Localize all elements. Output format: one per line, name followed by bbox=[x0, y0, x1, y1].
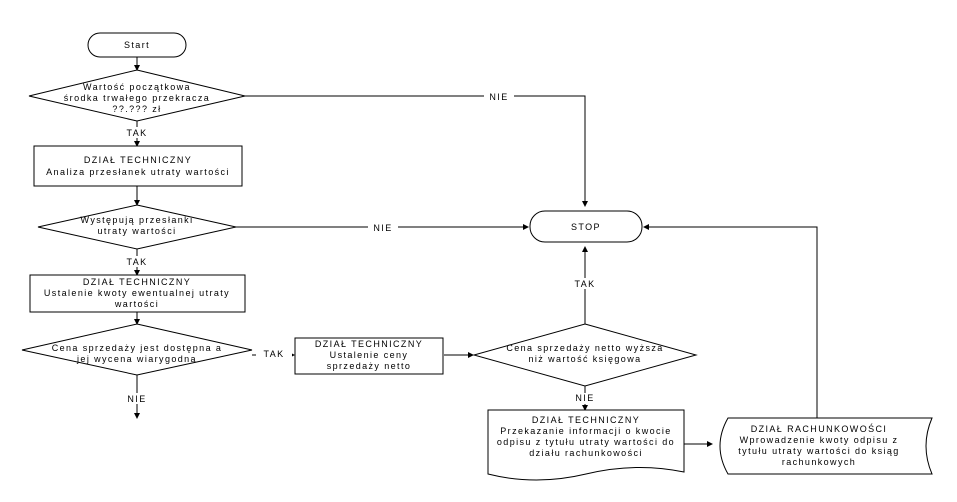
document-transfer-info-line1: DZIAŁ TECHNICZNY bbox=[532, 415, 640, 425]
decision-sale-price-line1: Cena sprzedaży jest dostępna a bbox=[52, 343, 223, 353]
document-transfer-info-line3: odpisu z tytułu utraty wartości do bbox=[497, 437, 675, 447]
label-tak-4: TAK bbox=[574, 279, 595, 289]
start-label: Start bbox=[124, 40, 150, 50]
decision-sale-price-line2: jej wycena wiarygodna bbox=[76, 354, 197, 364]
process-net-price: DZIAŁ TECHNICZNY Ustalenie ceny sprzedaż… bbox=[294, 337, 444, 375]
edge-d1-stop bbox=[245, 95, 588, 207]
decision-net-vs-book-line2: niż wartość księgowa bbox=[528, 354, 641, 364]
decision-premises: Występują przesłanki utraty wartości bbox=[37, 204, 237, 250]
label-nie-2: NIE bbox=[373, 223, 392, 233]
stop-label: STOP bbox=[571, 222, 601, 232]
label-tak-3: TAK bbox=[263, 349, 284, 359]
edge-doc2-stop bbox=[643, 224, 818, 418]
decision-sale-price: Cena sprzedaży jest dostępna a jej wycen… bbox=[21, 323, 253, 376]
start-terminal: Start bbox=[87, 32, 187, 58]
document-accounting-entry-line2: Wprowadzenie kwoty odpisu z bbox=[740, 435, 899, 445]
decision-initial-value-line1: Wartość początkowa bbox=[83, 82, 191, 92]
process-impairment-amount-line3: wartości bbox=[114, 299, 159, 309]
process-impairment-amount-line2: Ustalenie kwoty ewentualnej utraty bbox=[44, 288, 230, 298]
process-net-price-line1: DZIAŁ TECHNICZNY bbox=[315, 339, 423, 349]
stop-terminal: STOP bbox=[529, 210, 643, 243]
process-net-price-line2: Ustalenie ceny bbox=[330, 350, 409, 360]
process-impairment-amount: DZIAŁ TECHNICZNY Ustalenie kwoty ewentua… bbox=[29, 274, 246, 313]
document-accounting-entry-line1: DZIAŁ RACHUNKOWOŚCI bbox=[751, 423, 888, 434]
process-analysis-line2: Analiza przesłanek utraty wartości bbox=[46, 167, 230, 177]
decision-initial-value-line2: środka trwałego przekracza bbox=[64, 93, 210, 103]
label-nie-1: NIE bbox=[489, 92, 508, 102]
decision-premises-line1: Występują przesłanki bbox=[81, 215, 194, 225]
decision-initial-value: Wartość początkowa środka trwałego przek… bbox=[28, 69, 246, 122]
document-transfer-info: DZIAŁ TECHNICZNY Przekazanie informacji … bbox=[487, 409, 685, 481]
edge-labels: TAK NIE TAK NIE TAK NIE TAK NIE bbox=[120, 91, 602, 404]
document-accounting-entry: DZIAŁ RACHUNKOWOŚCI Wprowadzenie kwoty o… bbox=[719, 417, 933, 475]
process-net-price-line3: sprzedaży netto bbox=[327, 361, 412, 371]
document-accounting-entry-line4: rachunkowych bbox=[782, 457, 856, 467]
document-transfer-info-line4: działu rachunkowości bbox=[529, 448, 643, 458]
label-tak-2: TAK bbox=[126, 257, 147, 267]
process-analysis-line1: DZIAŁ TECHNICZNY bbox=[84, 155, 192, 165]
decision-net-vs-book: Cena sprzedaży netto wyższa niż wartość … bbox=[472, 323, 698, 387]
document-transfer-info-line2: Przekazanie informacji o kwocie bbox=[500, 426, 671, 436]
document-accounting-entry-line3: tytułu utraty wartości do ksiąg bbox=[738, 446, 899, 456]
label-tak-1: TAK bbox=[126, 128, 147, 138]
process-impairment-amount-line1: DZIAŁ TECHNICZNY bbox=[83, 277, 191, 287]
decision-initial-value-line3: ??.??? zł bbox=[112, 104, 161, 114]
label-nie-3: NIE bbox=[127, 394, 146, 404]
decision-premises-line2: utraty wartości bbox=[97, 226, 176, 236]
process-analysis: DZIAŁ TECHNICZNY Analiza przesłanek utra… bbox=[33, 145, 243, 187]
label-nie-4: NIE bbox=[575, 393, 594, 403]
connectors bbox=[134, 57, 818, 447]
decision-net-vs-book-line1: Cena sprzedaży netto wyższa bbox=[506, 343, 663, 353]
